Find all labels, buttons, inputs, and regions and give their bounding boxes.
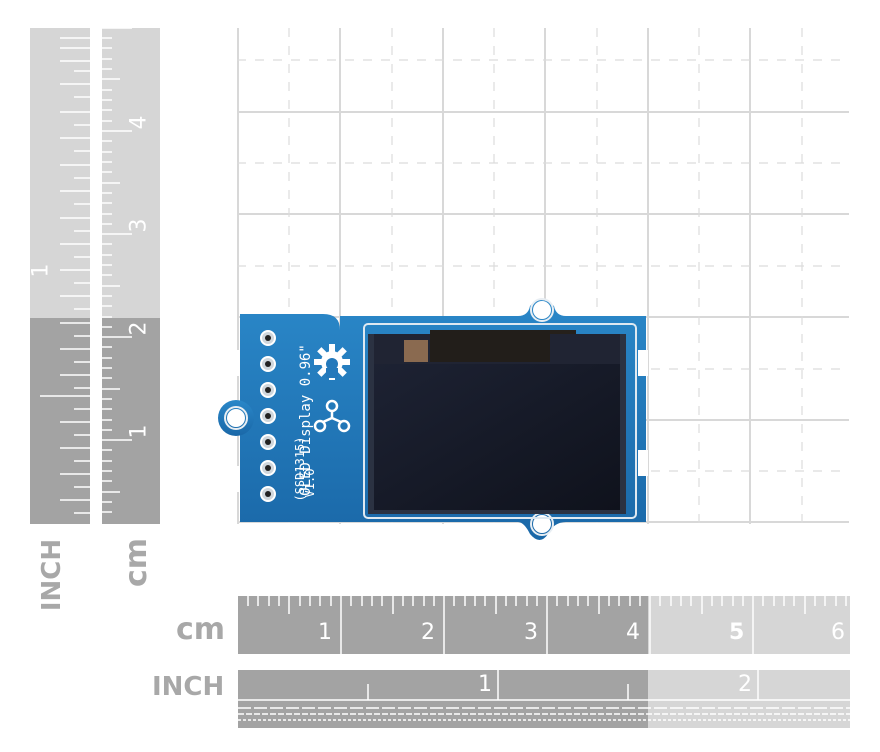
horizontal-cm-number-6: 6 <box>831 620 845 645</box>
vertical-cm-number-1: 1 <box>126 424 152 439</box>
horizontal-inch-ruler <box>238 670 850 728</box>
vertical-inch-ruler <box>30 28 90 524</box>
vertical-inch-label: INCH <box>37 538 68 612</box>
vertical-inch-number: 1 <box>28 263 54 278</box>
horizontal-inch-number-1: 1 <box>478 672 492 697</box>
share-icon <box>313 399 351 433</box>
gear-icon <box>314 344 350 380</box>
horizontal-inch-number-2: 2 <box>738 672 752 697</box>
horizontal-cm-number-5: 5 <box>729 620 745 645</box>
horizontal-cm-number-4: 4 <box>626 620 640 645</box>
vertical-cm-number-4: 4 <box>126 115 152 130</box>
horizontal-cm-number-1: 1 <box>318 620 332 645</box>
horizontal-cm-number-2: 2 <box>421 620 435 645</box>
horizontal-cm-ruler <box>238 596 850 654</box>
board-version-text: V1.0 <box>303 468 317 498</box>
horizontal-inch-label: INCH <box>152 672 225 702</box>
vertical-cm-number-3: 3 <box>126 218 152 233</box>
vertical-cm-ruler <box>102 28 160 524</box>
horizontal-cm-number-3: 3 <box>524 620 538 645</box>
horizontal-cm-label: cm <box>176 612 226 647</box>
oled-module-board <box>218 298 648 540</box>
vertical-cm-label: cm <box>119 537 155 588</box>
vertical-cm-number-2: 2 <box>126 321 152 336</box>
